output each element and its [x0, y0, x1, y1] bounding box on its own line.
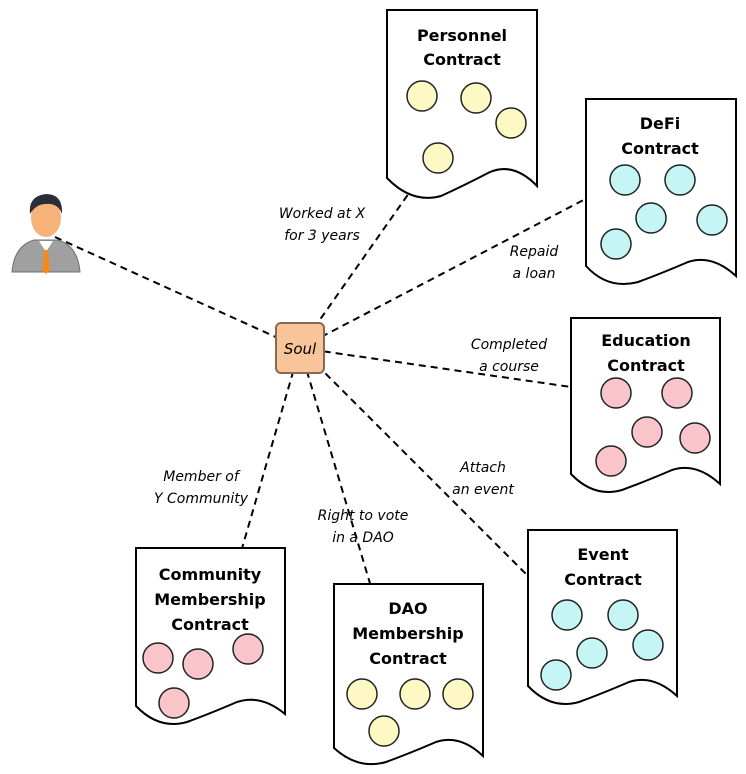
- token-circle: [607, 599, 639, 631]
- edge-label-member-line2: Y Community: [154, 491, 249, 507]
- token-circle: [232, 633, 264, 665]
- token-circle: [609, 164, 641, 196]
- token-circle: [495, 107, 527, 139]
- dao-contract-title-line1: DAO: [388, 599, 427, 618]
- edge-label-attach-line2: an event: [452, 482, 514, 498]
- link-soul-education: [299, 347, 607, 393]
- edge-label-vote-line2: in a DAO: [332, 530, 394, 546]
- edge-label-worked-line2: for 3 years: [284, 228, 360, 244]
- personnel-contract-title-line1: Personnel: [417, 26, 507, 45]
- edge-label-member-line1: Member of: [163, 469, 241, 485]
- edge-label-worked-line1: Worked at X: [279, 206, 366, 222]
- token-circle: [595, 445, 627, 477]
- soul-node: Soul: [275, 322, 325, 374]
- person-avatar-icon: [11, 194, 81, 274]
- personnel-contract-title-line2: Contract: [423, 50, 501, 69]
- soul-box: [275, 322, 325, 374]
- token-circle: [631, 416, 663, 448]
- event-contract-title-line2: Contract: [564, 570, 642, 589]
- education-contract-title-line1: Education: [601, 331, 691, 350]
- token-circle: [142, 642, 174, 674]
- edge-label-completed-line1: Completed: [471, 337, 547, 353]
- token-circle: [346, 678, 378, 710]
- dao-contract-title-line2: Membership: [352, 624, 464, 643]
- soul-label: Soul: [284, 340, 317, 358]
- education-contract: Education Contract: [570, 317, 721, 493]
- event-contract: Event Contract: [527, 529, 678, 705]
- link-soul-event: [299, 347, 557, 605]
- edge-label-repaid-line1: Repaid: [510, 244, 559, 260]
- edge-labels: Worked at X for 3 years Repaid a loan Co…: [154, 206, 558, 546]
- token-circle: [600, 377, 632, 409]
- defi-contract-title-line1: DeFi: [640, 114, 681, 133]
- education-contract-title-line2: Contract: [607, 356, 685, 375]
- token-circle: [368, 715, 400, 747]
- token-circle: [399, 678, 431, 710]
- link-person-soul: [54, 236, 301, 349]
- community-contract-title-line1: Community: [159, 565, 262, 584]
- link-soul-community: [211, 347, 301, 653]
- token-circle: [158, 687, 190, 719]
- token-circle: [406, 80, 438, 112]
- defi-contract: DeFi Contract: [585, 98, 737, 285]
- token-circle: [540, 659, 572, 691]
- personnel-contract: Personnel Contract: [386, 9, 538, 199]
- edge-label-completed-line2: a course: [479, 359, 539, 375]
- dao-membership-contract: DAO Membership Contract: [333, 583, 484, 766]
- token-circle: [182, 648, 214, 680]
- token-circle: [635, 202, 667, 234]
- token-circle: [600, 228, 632, 260]
- dao-contract-title-line3: Contract: [369, 649, 447, 668]
- token-circle: [632, 629, 664, 661]
- token-circle: [696, 204, 728, 236]
- edge-label-vote-line1: Right to vote: [318, 508, 409, 524]
- community-contract-title-line3: Contract: [171, 615, 249, 634]
- edge-label-attach-line1: Attach: [459, 460, 506, 476]
- community-contract-title-line2: Membership: [154, 590, 266, 609]
- token-circle: [551, 599, 583, 631]
- edge-label-repaid-line2: a loan: [513, 266, 556, 282]
- token-circle: [664, 164, 696, 196]
- token-circle: [679, 422, 711, 454]
- token-circle: [442, 678, 474, 710]
- community-membership-contract: Community Membership Contract: [135, 547, 286, 725]
- event-contract-title-line1: Event: [577, 545, 629, 564]
- defi-contract-title-line2: Contract: [621, 139, 699, 158]
- token-circle: [422, 142, 454, 174]
- token-circle: [460, 82, 492, 114]
- token-circle: [661, 377, 693, 409]
- token-circle: [576, 637, 608, 669]
